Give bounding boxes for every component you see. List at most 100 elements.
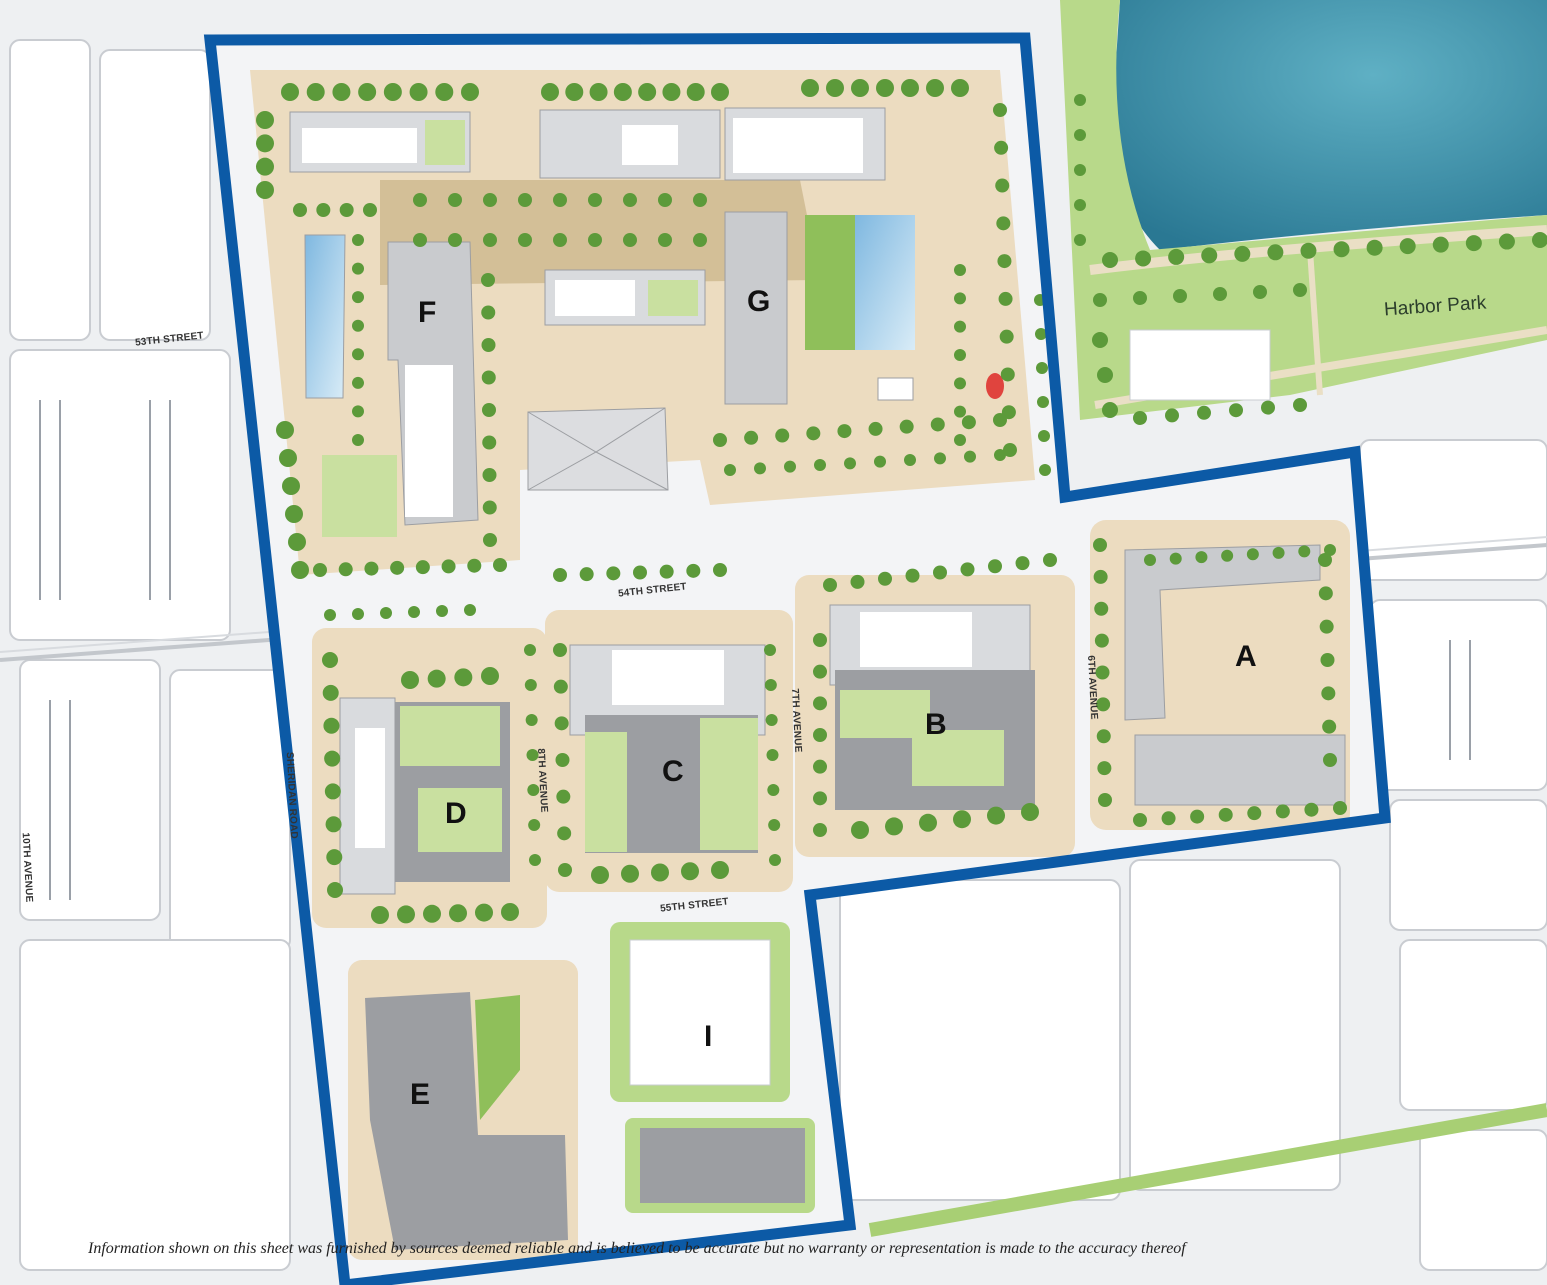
tree bbox=[493, 558, 507, 572]
tree bbox=[482, 403, 496, 417]
tree bbox=[256, 157, 274, 176]
tree bbox=[1135, 250, 1152, 267]
tree bbox=[282, 477, 300, 495]
tree bbox=[408, 606, 420, 618]
tree bbox=[621, 864, 639, 883]
tree bbox=[1015, 556, 1030, 571]
tree bbox=[1173, 289, 1187, 303]
tree bbox=[662, 83, 681, 101]
tree bbox=[1003, 443, 1017, 457]
tree bbox=[352, 405, 364, 418]
tree bbox=[826, 79, 844, 97]
tree bbox=[1318, 553, 1332, 567]
tree bbox=[724, 464, 736, 476]
tree bbox=[1093, 569, 1108, 584]
tree bbox=[1074, 164, 1086, 176]
parcel-label-i: I bbox=[704, 1020, 713, 1053]
tree bbox=[764, 644, 776, 656]
tree bbox=[325, 816, 342, 833]
tree bbox=[1272, 546, 1285, 559]
tree bbox=[681, 862, 699, 881]
tree bbox=[868, 421, 883, 436]
tree bbox=[658, 193, 672, 207]
tree bbox=[1097, 367, 1113, 383]
tree bbox=[744, 430, 759, 445]
tree bbox=[784, 460, 796, 473]
tree bbox=[769, 854, 781, 866]
north-buildings bbox=[289, 107, 1004, 537]
tree bbox=[256, 181, 274, 199]
parcel-label-c: C bbox=[662, 755, 684, 788]
tree bbox=[322, 684, 339, 701]
tree bbox=[1324, 544, 1336, 556]
tree bbox=[352, 262, 364, 275]
tree bbox=[529, 854, 541, 866]
tree bbox=[390, 560, 405, 575]
tree bbox=[1036, 362, 1048, 374]
tree bbox=[1074, 129, 1086, 141]
tree bbox=[467, 558, 482, 573]
tree bbox=[1234, 245, 1251, 262]
tree bbox=[1320, 653, 1335, 667]
tree bbox=[288, 533, 306, 551]
tree bbox=[768, 819, 781, 831]
tree bbox=[326, 849, 343, 866]
tree bbox=[1094, 601, 1109, 616]
tree bbox=[1253, 285, 1267, 299]
tree bbox=[291, 561, 309, 579]
tree bbox=[324, 750, 341, 767]
tree bbox=[352, 234, 364, 246]
tree bbox=[1261, 400, 1275, 415]
tree bbox=[953, 810, 971, 829]
tree bbox=[954, 405, 966, 418]
tree bbox=[383, 83, 402, 101]
tree bbox=[1043, 553, 1057, 567]
tree bbox=[1498, 233, 1515, 250]
harbor-park-area bbox=[1060, 0, 1547, 420]
tree bbox=[1293, 283, 1307, 297]
tree bbox=[481, 273, 495, 287]
tree bbox=[1201, 247, 1218, 264]
tree bbox=[352, 348, 364, 361]
tree bbox=[1298, 545, 1311, 558]
tree bbox=[998, 291, 1013, 306]
tree bbox=[554, 716, 569, 731]
tree bbox=[764, 679, 777, 691]
tree bbox=[623, 233, 637, 247]
parcel-label-b: B bbox=[925, 708, 947, 741]
tree bbox=[1465, 235, 1482, 252]
tree bbox=[951, 79, 969, 97]
tree bbox=[1000, 367, 1015, 382]
tree bbox=[823, 578, 837, 592]
tree bbox=[527, 784, 540, 796]
tree bbox=[851, 821, 869, 839]
tree bbox=[276, 421, 294, 439]
tree bbox=[1169, 552, 1182, 565]
tree bbox=[557, 826, 572, 841]
tree bbox=[766, 749, 779, 761]
tree bbox=[623, 193, 637, 207]
tree bbox=[1333, 241, 1350, 258]
tree bbox=[415, 560, 430, 575]
tree bbox=[553, 568, 567, 582]
tree bbox=[524, 679, 537, 691]
tree bbox=[904, 454, 916, 466]
tree bbox=[481, 338, 496, 352]
tree bbox=[933, 565, 947, 580]
tree bbox=[658, 233, 672, 247]
tree bbox=[693, 193, 707, 207]
tree bbox=[483, 233, 497, 247]
tree bbox=[285, 505, 303, 523]
tree bbox=[1300, 242, 1317, 259]
tree bbox=[293, 203, 307, 217]
tree bbox=[1304, 802, 1319, 817]
tree bbox=[1035, 328, 1047, 340]
tree bbox=[994, 140, 1009, 155]
tree bbox=[813, 823, 827, 837]
parcel-label-a: A bbox=[1235, 640, 1257, 673]
tree bbox=[352, 319, 364, 332]
tree bbox=[338, 562, 353, 577]
tree bbox=[588, 193, 602, 207]
tree bbox=[518, 193, 532, 207]
